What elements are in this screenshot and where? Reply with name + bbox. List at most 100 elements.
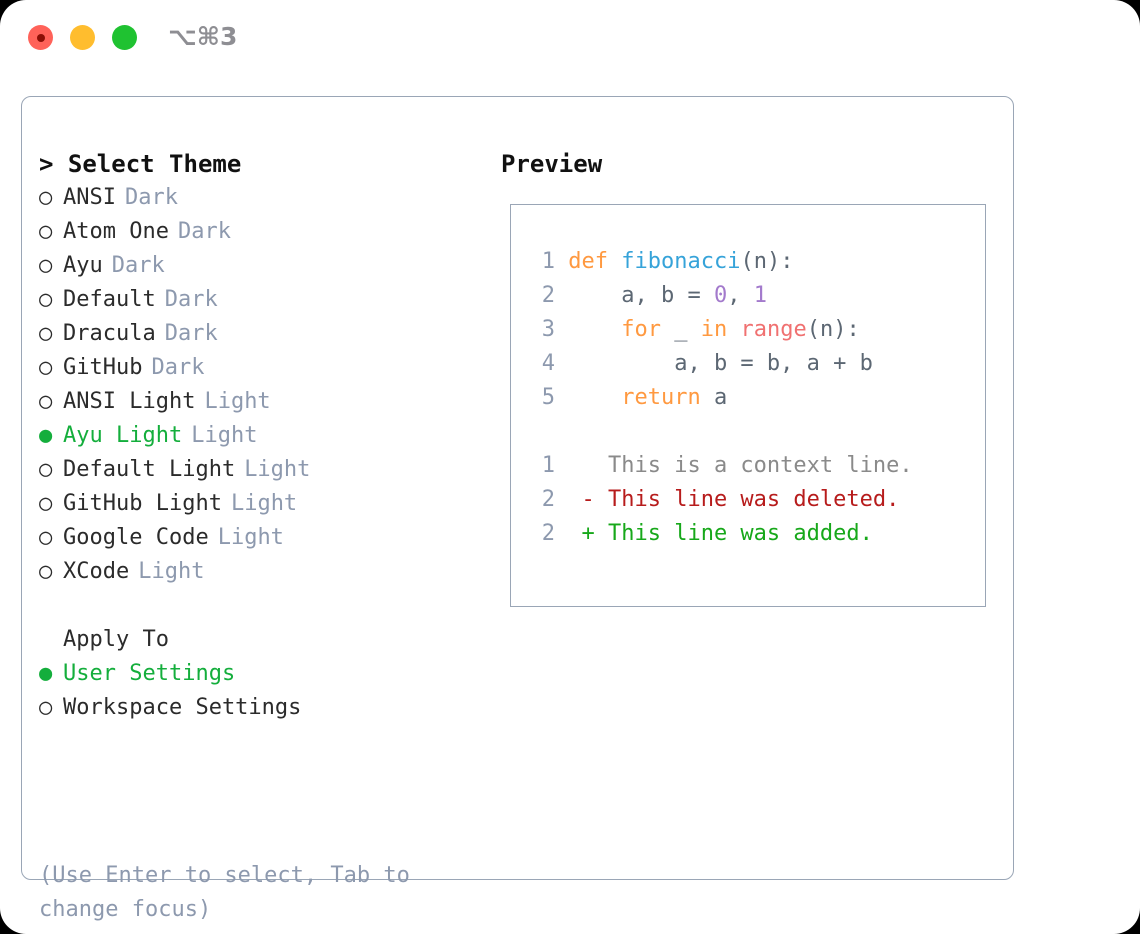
theme-option-ayu-light[interactable]: ● Ayu Light Light: [39, 419, 489, 453]
radio-selected-icon: ●: [39, 661, 53, 686]
code-token: [727, 317, 740, 342]
theme-option-label: Default: [63, 287, 156, 312]
theme-option-tag: Dark: [164, 321, 218, 346]
code-token: (n):: [740, 249, 794, 274]
code-line: 5 return a: [533, 381, 873, 415]
theme-option-label: Ayu Light: [63, 423, 183, 448]
theme-option-label: ANSI Light: [63, 389, 196, 414]
preview-title: Preview: [501, 150, 603, 178]
theme-option-tag: Dark: [177, 219, 231, 244]
radio-unselected-icon: ○: [39, 253, 53, 278]
close-button[interactable]: [28, 25, 53, 50]
preview-column: Preview: [501, 147, 991, 181]
code-token: fibonacci: [621, 249, 741, 274]
minimize-button[interactable]: [70, 25, 95, 50]
apply-to-header: Apply To: [63, 627, 169, 652]
theme-option-tag: Dark: [124, 185, 178, 210]
radio-unselected-icon: ○: [39, 287, 53, 312]
code-token: return: [621, 385, 701, 410]
theme-option-tag: Light: [230, 491, 298, 516]
theme-option-tag: Light: [138, 559, 205, 584]
code-token: _: [660, 317, 701, 342]
code-line: 3 for _ in range(n):: [533, 313, 873, 347]
diff-line: 2 + This line was added.: [533, 517, 913, 551]
theme-option-label: Google Code: [63, 525, 209, 550]
code-line-number: 4: [541, 351, 555, 376]
diff-text: This line was added.: [607, 521, 873, 546]
radio-selected-icon: ●: [39, 423, 53, 448]
section-spacer: [39, 589, 489, 623]
code-token: [568, 317, 621, 342]
zoom-button[interactable]: [112, 25, 137, 50]
code-gutter-space: [555, 385, 568, 410]
diff-marker: -: [555, 487, 608, 512]
code-line-number: 1: [541, 249, 555, 274]
theme-option-label: Dracula: [63, 321, 156, 346]
diff-marker: [555, 453, 608, 478]
code-token: [568, 385, 621, 410]
radio-unselected-icon: ○: [39, 219, 53, 244]
keyboard-hint-text: (Use Enter to select, Tab to change focu…: [39, 863, 410, 922]
theme-option-dracula[interactable]: ○ Dracula Dark: [39, 317, 489, 351]
apply-to-option-list[interactable]: ●User Settings ○ Workspace Settings: [39, 657, 489, 725]
theme-option-label: XCode: [63, 559, 130, 584]
theme-option-github-light[interactable]: ○ GitHub Light Light: [39, 487, 489, 521]
code-token: 0: [713, 283, 728, 308]
apply-to-option-label: Workspace Settings: [63, 695, 302, 720]
radio-unselected-icon: ○: [39, 559, 53, 584]
theme-option-label: GitHub: [63, 355, 143, 380]
code-gutter-space: [555, 317, 568, 342]
theme-option-label: Atom One: [63, 219, 169, 244]
radio-unselected-icon: ○: [39, 491, 53, 516]
diff-line-number: 1: [541, 453, 555, 478]
diff-line: 1 This is a context line.: [533, 449, 913, 483]
theme-option-tag: Light: [204, 389, 271, 414]
radio-unselected-icon: ○: [39, 321, 53, 346]
radio-unselected-icon: ○: [39, 695, 53, 720]
theme-option-tag: Dark: [111, 253, 165, 278]
code-line-number: 2: [541, 283, 555, 308]
code-token: [608, 249, 621, 274]
code-gutter-space: [555, 283, 568, 308]
apply-to-option-user-settings[interactable]: ●User Settings: [39, 657, 489, 691]
theme-option-tag: Light: [217, 525, 284, 550]
window-titlebar: ⌥⌘3: [0, 0, 1140, 78]
diff-preview: 1 This is a context line.2 - This line w…: [533, 449, 913, 551]
diff-line: 2 - This line was deleted.: [533, 483, 913, 517]
diff-line-number: 2: [541, 521, 555, 546]
diff-marker: +: [555, 521, 608, 546]
code-line: 1 def fibonacci(n):: [533, 245, 873, 279]
code-gutter-space: [555, 351, 568, 376]
theme-option-tag: Light: [244, 457, 311, 482]
radio-unselected-icon: ○: [39, 185, 53, 210]
radio-unselected-icon: ○: [39, 457, 53, 482]
radio-unselected-icon: ○: [39, 355, 53, 380]
apply-to-option-workspace-settings[interactable]: ○ Workspace Settings: [39, 691, 489, 725]
code-line: 2 a, b = 0, 1: [533, 279, 873, 313]
code-token: (n):: [806, 317, 860, 342]
code-token: range: [740, 317, 807, 342]
code-token: a, b = b, a + b: [568, 351, 873, 376]
theme-option-xcode[interactable]: ○ XCode Light: [39, 555, 489, 589]
theme-option-atom-one[interactable]: ○ Atom One Dark: [39, 215, 489, 249]
diff-text: This is a context line.: [607, 453, 913, 478]
code-token: for: [621, 317, 661, 342]
diff-text: This line was deleted.: [607, 487, 900, 512]
theme-option-label: GitHub Light: [63, 491, 222, 516]
code-token: def: [568, 249, 608, 274]
code-line-number: 3: [541, 317, 555, 342]
code-token: 1: [753, 283, 767, 308]
theme-option-tag: Light: [191, 423, 258, 448]
